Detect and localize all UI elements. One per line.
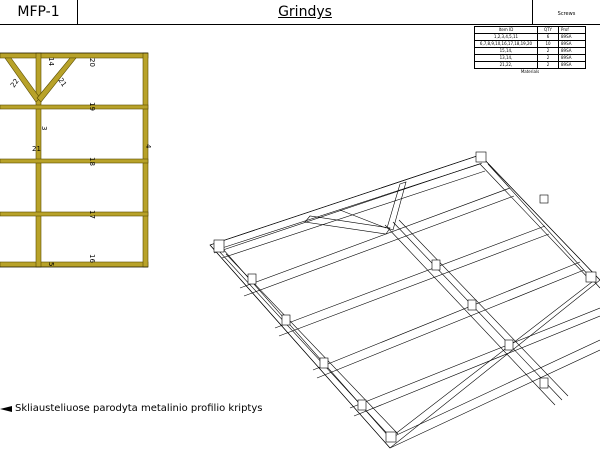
- beam-rail-3: [0, 211, 149, 217]
- plan-label: 19: [88, 102, 96, 111]
- iso-joint-plates: [213, 151, 597, 443]
- iso-brace-right: [386, 181, 407, 231]
- table-row: 15,14, 2 89SA: [474, 47, 586, 55]
- table-row: 1,2,3,4,5,11 6 89SA: [474, 33, 586, 41]
- cell-ids: 13,14,: [474, 54, 538, 62]
- brace-right: [36, 57, 77, 103]
- drawing-title: Grindys: [78, 0, 533, 25]
- cell-qty: 2: [537, 47, 559, 55]
- beam-rail-1: [0, 104, 149, 110]
- legend-note: Skliausteliuose parodyta metalinio profi…: [0, 403, 262, 414]
- cell-ids: 21,22,: [474, 61, 538, 69]
- plan-item-labels: 14 20 22 21 19 3 21 4 18 17 16 5: [9, 57, 152, 266]
- parts-table: Item ID QTY Prof 1,2,3,4,5,11 6 89SA 6,7…: [474, 26, 586, 75]
- plan-label: 16: [88, 254, 96, 263]
- plan-label: 20: [88, 58, 96, 67]
- parts-table-header: Item ID QTY Prof: [474, 26, 586, 34]
- plan-label: 14: [47, 57, 55, 66]
- cell-profile: 89SA: [558, 61, 586, 69]
- plan-label: 4: [144, 144, 152, 149]
- cell-qty: 2: [537, 61, 559, 69]
- header-item-id: Item ID: [474, 26, 538, 34]
- cell-ids: 15,14,: [474, 47, 538, 55]
- legend-text: Skliausteliuose parodyta metalinio profi…: [15, 403, 263, 414]
- plan-beams: [0, 52, 149, 268]
- floor-plan-view: 14 20 22 21 19 3 21 4 18 17 16 5: [0, 52, 152, 268]
- plan-label: 21: [56, 77, 68, 89]
- table-row: 6,7,8,9,10,16,17,18,19,20 10 89SA: [474, 40, 586, 48]
- plan-label: 3: [40, 126, 48, 130]
- iso-brace-left: [304, 215, 391, 235]
- header-profile: Prof: [558, 26, 586, 34]
- screws-label: Screws: [533, 0, 600, 25]
- drawing-id: MFP-1: [0, 0, 78, 25]
- header-qty: QTY: [537, 26, 559, 34]
- beam-bottom: [0, 261, 149, 268]
- cell-ids: 6,7,8,9,10,16,17,18,19,20: [474, 40, 538, 48]
- plan-outline: [0, 52, 148, 268]
- cell-ids: 1,2,3,4,5,11: [474, 33, 538, 41]
- title-block: MFP-1 Grindys Screws: [0, 0, 600, 26]
- isometric-view: [209, 151, 600, 449]
- cell-profile: 89SA: [558, 33, 586, 41]
- cell-profile: 89SA: [558, 54, 586, 62]
- table-row: 21,22, 2 89SA: [474, 61, 586, 69]
- cell-profile: 89SA: [558, 47, 586, 55]
- beam-top: [0, 52, 149, 59]
- plan-label: 22: [9, 77, 21, 89]
- plan-label: 5: [47, 262, 55, 266]
- cell-profile: 89SA: [558, 40, 586, 48]
- cell-qty: 10: [537, 40, 559, 48]
- table-caption: Materials: [520, 69, 540, 74]
- plan-label: 18: [88, 157, 96, 166]
- table-caption-row: Materials: [475, 69, 586, 76]
- iso-outer-frame-inner: [221, 163, 593, 439]
- cell-qty: 6: [537, 33, 559, 41]
- drawing-title-text: Grindys: [278, 4, 332, 20]
- table-row: 13,14, 2 89SA: [474, 54, 586, 62]
- cell-qty: 2: [537, 54, 559, 62]
- brace-left: [4, 57, 41, 103]
- plan-label: 21: [32, 145, 41, 153]
- beam-rail-2: [0, 158, 149, 164]
- plan-label: 17: [88, 210, 96, 219]
- arrow-left-icon: [0, 405, 12, 412]
